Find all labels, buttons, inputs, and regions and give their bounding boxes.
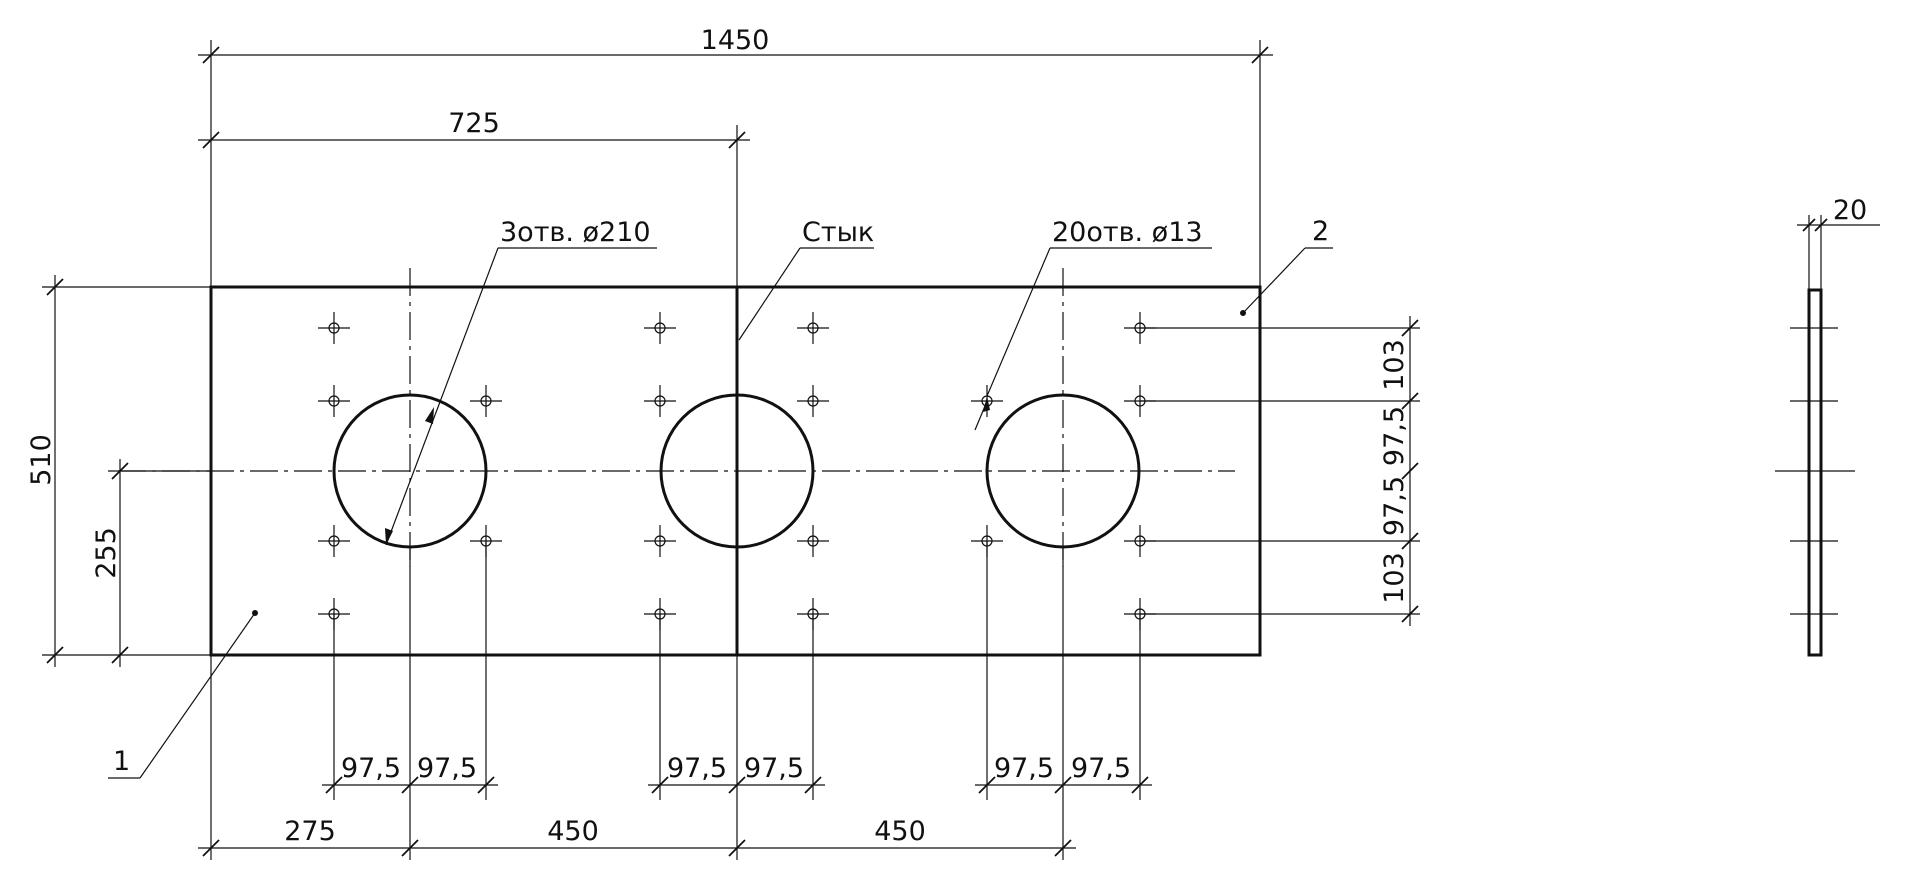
bolt-hole — [797, 385, 829, 417]
bolt-hole — [797, 525, 829, 557]
large-hole-2 — [659, 393, 815, 549]
dimension-bolt-spacing-group-1: 97,5 97,5 — [322, 541, 498, 860]
dim-text-97-5: 97,5 — [1379, 476, 1410, 536]
dim-text-97-5: 97,5 — [1071, 753, 1131, 784]
callout-part-1: 1 — [108, 610, 258, 779]
bolt-hole — [470, 385, 502, 417]
dim-text-255: 255 — [91, 527, 122, 579]
callout-text-large-holes: 3отв. ø210 — [500, 217, 651, 248]
bolt-hole — [797, 312, 829, 344]
bolt-hole — [318, 525, 350, 557]
callout-text-part-2: 2 — [1312, 216, 1329, 247]
callout-joint: Стык — [738, 217, 874, 341]
bolt-hole — [318, 312, 350, 344]
dim-text-450: 450 — [547, 816, 599, 847]
callout-small-holes: 20отв. ø13 — [974, 217, 1212, 431]
callout-text-part-1: 1 — [113, 746, 130, 777]
dim-text-97-5: 97,5 — [744, 753, 804, 784]
bolt-hole — [644, 312, 676, 344]
dim-text-450: 450 — [874, 816, 926, 847]
dim-text-103: 103 — [1379, 339, 1410, 391]
dimension-bolt-vertical: 103 97,5 97,5 103 — [1140, 316, 1420, 626]
dimension-bolt-spacing-group-3: 97,5 97,5 — [975, 541, 1152, 860]
callout-large-holes: 3отв. ø210 — [385, 217, 657, 546]
dimension-bolt-spacing-group-2: 97,5 97,5 — [648, 614, 825, 860]
dim-text-97-5: 97,5 — [417, 753, 477, 784]
dimension-hole-spacing: 275 450 450 — [198, 655, 1076, 860]
dimension-overall-width: 1450 — [198, 25, 1273, 287]
bolt-hole — [644, 525, 676, 557]
dimension-half-width: 725 — [198, 108, 750, 287]
side-view — [1775, 288, 1855, 657]
dim-text-97-5: 97,5 — [341, 753, 401, 784]
dim-text-97-5: 97,5 — [1379, 406, 1410, 466]
callout-text-joint: Стык — [802, 217, 874, 248]
bolt-hole — [318, 385, 350, 417]
dimension-thickness: 20 — [1797, 195, 1880, 290]
dim-text-725: 725 — [448, 108, 500, 139]
callout-text-small-holes: 20отв. ø13 — [1052, 217, 1203, 248]
bolt-hole — [644, 385, 676, 417]
dim-text-20: 20 — [1833, 195, 1867, 226]
dim-text-275: 275 — [284, 816, 336, 847]
dim-text-97-5: 97,5 — [667, 753, 727, 784]
dim-text-97-5: 97,5 — [994, 753, 1054, 784]
dimension-height: 510 — [26, 275, 211, 667]
callout-part-2: 2 — [1240, 216, 1333, 316]
dim-text-103: 103 — [1379, 552, 1410, 604]
dim-text-510: 510 — [26, 434, 57, 486]
dimension-center-height: 255 — [91, 459, 211, 667]
dim-text-1450: 1450 — [701, 25, 770, 56]
